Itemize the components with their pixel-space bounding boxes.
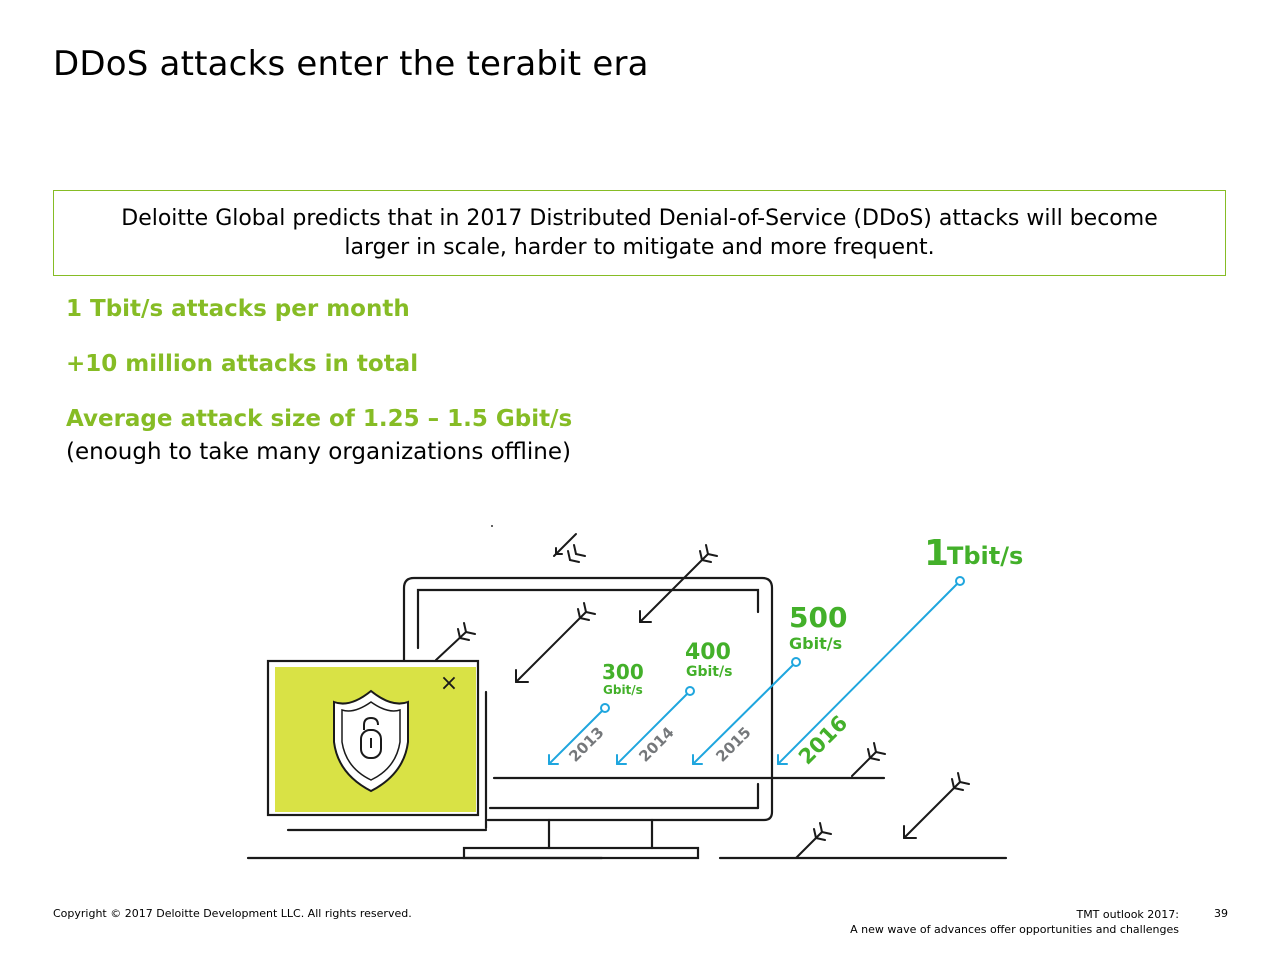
prediction-text: Deloitte Global predicts that in 2017 Di… [121, 206, 1158, 260]
year-label-2015: 2015 [712, 723, 754, 765]
report-title-line1: TMT outlook 2017: [1076, 908, 1179, 921]
close-icon: × [440, 671, 458, 696]
size-unit-1: Tbit/s [947, 542, 1023, 570]
attack-size-arrows [548, 576, 965, 765]
size-value-400: 400 [685, 640, 731, 665]
shield-lock-icon [266, 659, 480, 817]
size-value-500: 500 [789, 601, 847, 634]
arrow-icon [435, 533, 970, 859]
report-title-line2: A new wave of advances offer opportuniti… [850, 923, 1179, 936]
page-number: 39 [1214, 907, 1228, 920]
slide-title: DDoS attacks enter the terabit era [53, 44, 649, 84]
monitor-icon [246, 576, 1008, 860]
size-value-1: 1 [924, 533, 949, 574]
stat-average-size: Average attack size of 1.25 – 1.5 Gbit/s [66, 406, 573, 432]
prediction-callout: Deloitte Global predicts that in 2017 Di… [53, 190, 1226, 276]
size-unit-300: Gbit/s [603, 683, 643, 697]
year-label-2013: 2013 [565, 723, 607, 765]
size-value-300: 300 [602, 660, 644, 684]
stat-note: (enough to take many organizations offli… [66, 439, 572, 465]
size-unit-500: Gbit/s [789, 634, 842, 653]
size-unit-400: Gbit/s [686, 664, 732, 680]
stat-monthly-attacks: 1 Tbit/s attacks per month [66, 296, 410, 322]
report-title: TMT outlook 2017: A new wave of advances… [850, 907, 1179, 937]
year-label-2014: 2014 [635, 723, 677, 765]
stat-total-attacks: +10 million attacks in total [66, 351, 419, 377]
copyright: Copyright © 2017 Deloitte Development LL… [53, 907, 412, 920]
ddos-illustration: × 2013 2014 2015 2016 300 Gbit/s 400 Gbi… [246, 525, 1023, 860]
